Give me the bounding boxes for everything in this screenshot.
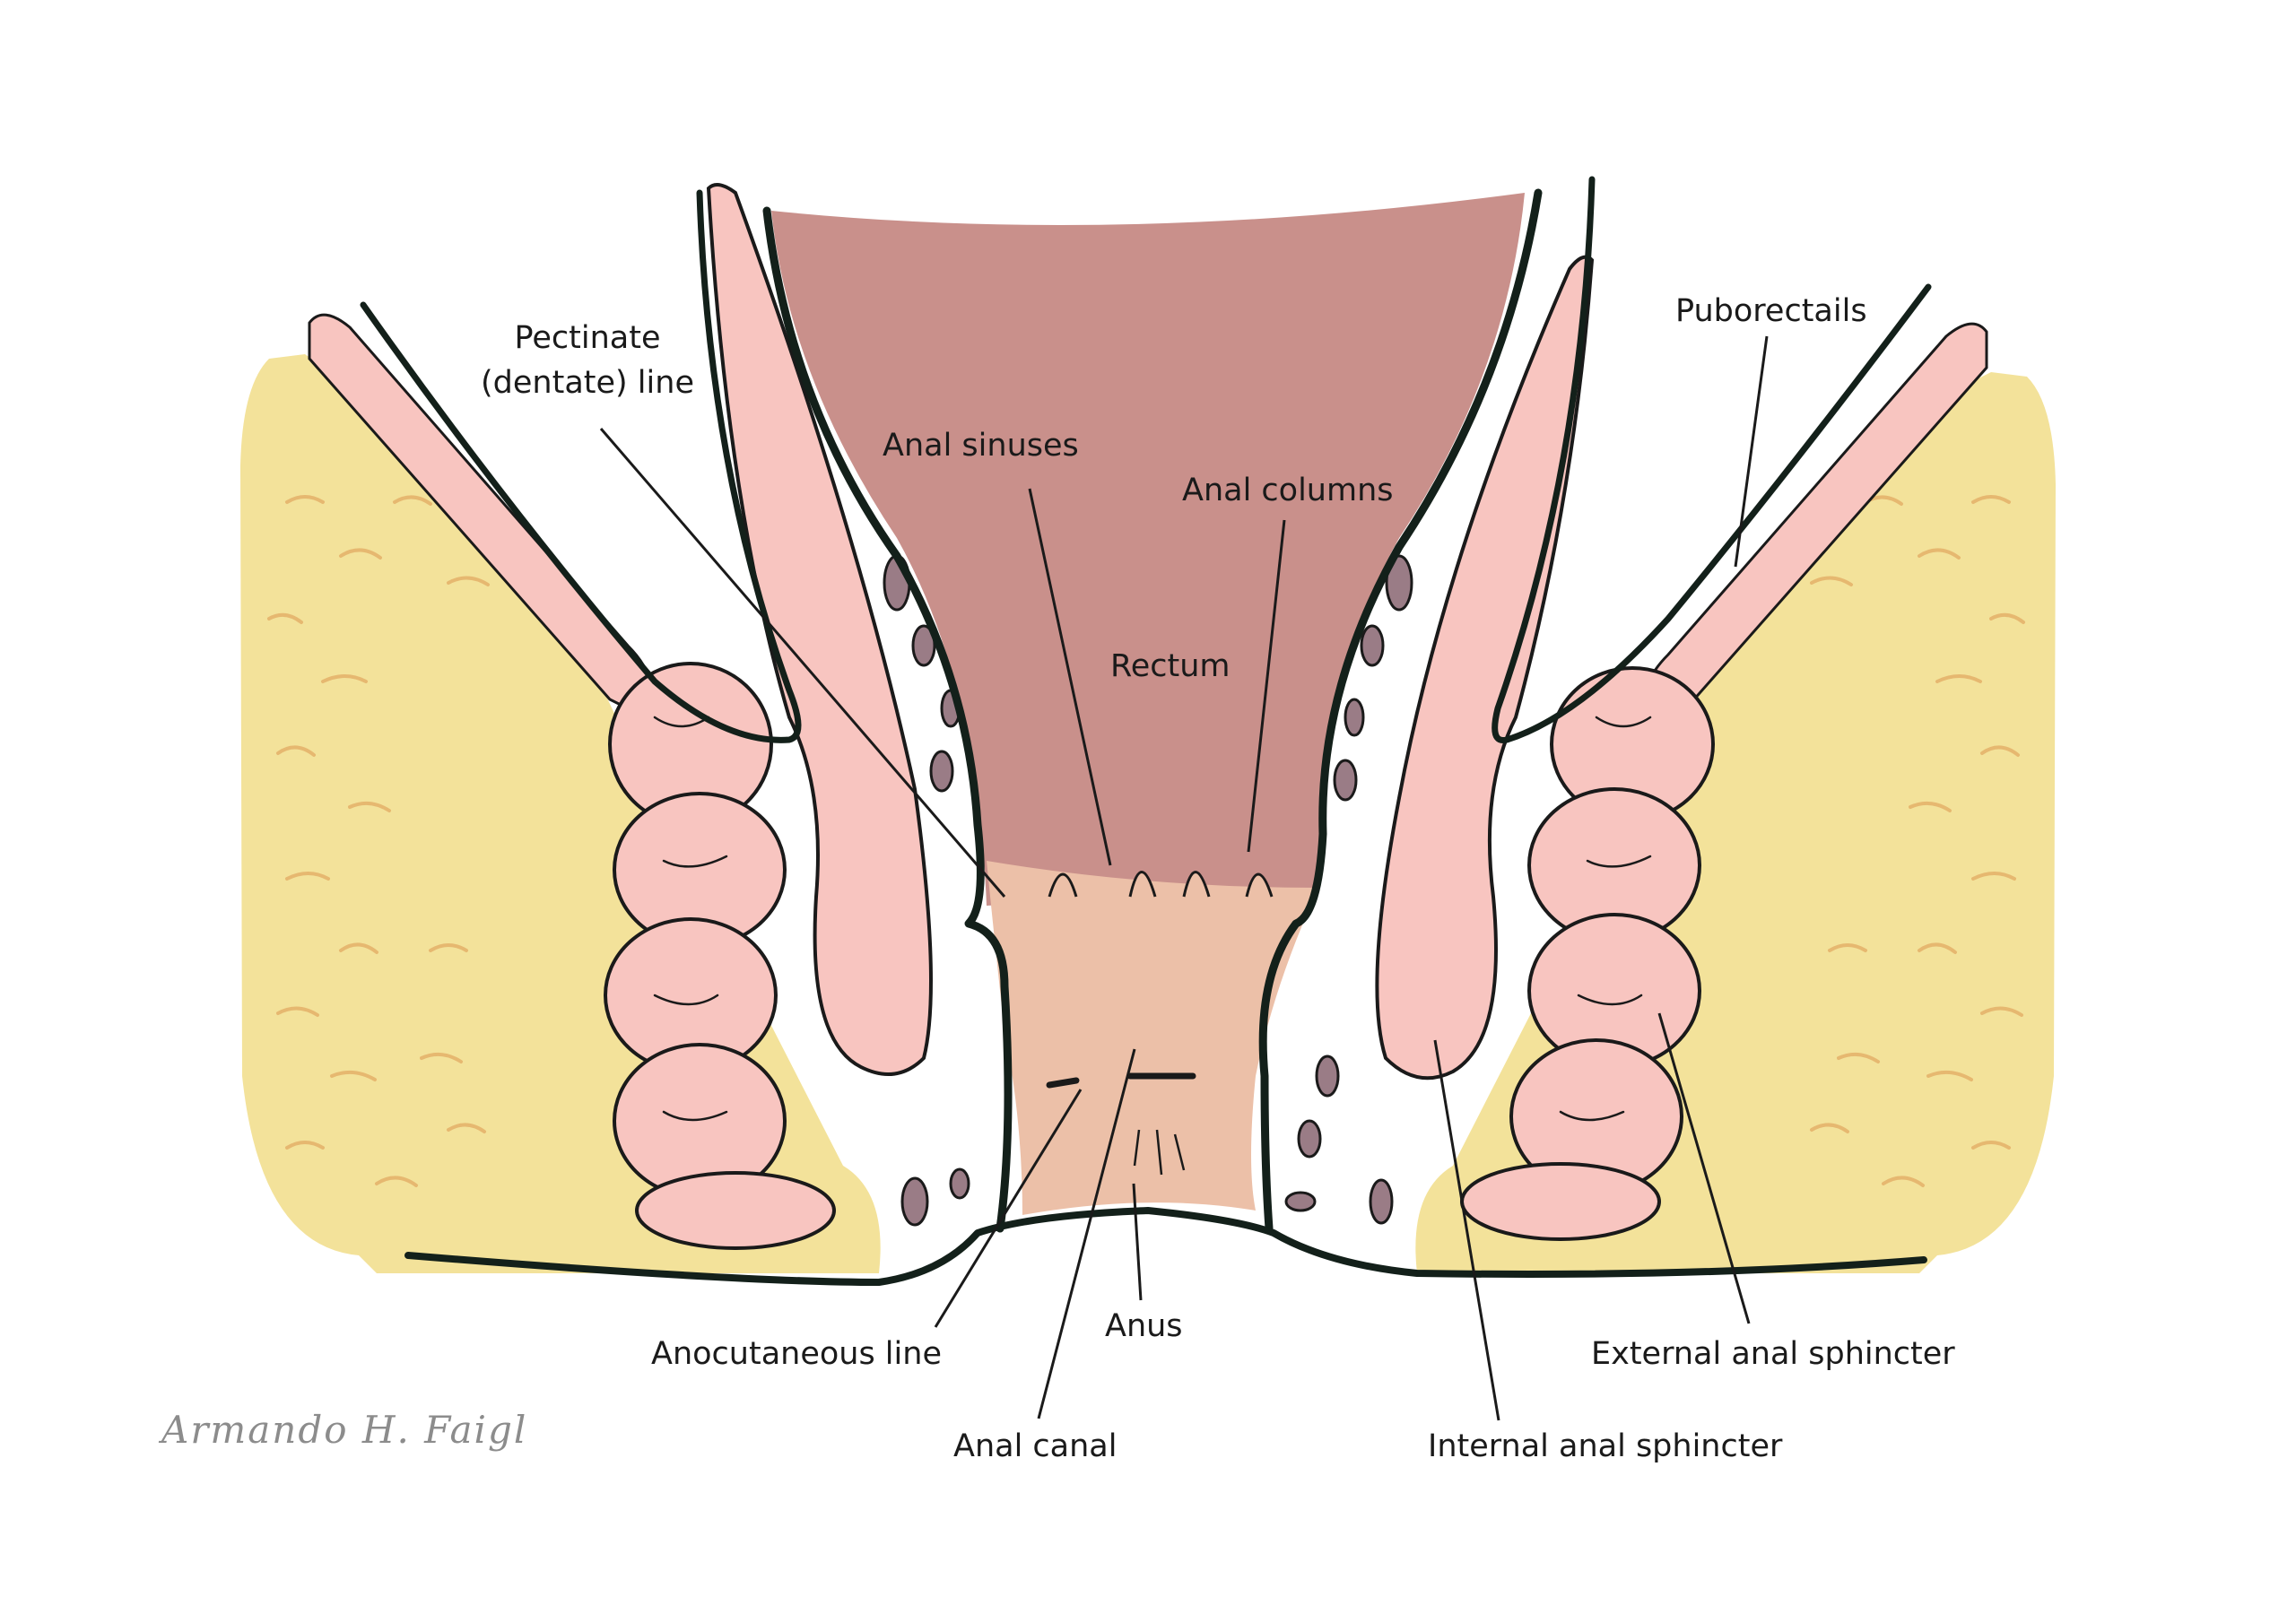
leader-lines (599, 335, 1769, 1421)
label-puborectalis: Puborectails (1675, 293, 1867, 329)
anal-canal-marks (1046, 1072, 1196, 1089)
left-internal-sphincter (706, 183, 933, 1076)
right-internal-sphincter (1375, 255, 1595, 1081)
label-internal-anal-sphincter: Internal anal sphincter (1428, 1428, 1783, 1464)
label-anal-canal: Anal canal (953, 1428, 1118, 1464)
label-anus: Anus (1105, 1308, 1183, 1344)
label-pectinate-line-2: (dentate) line (481, 365, 694, 401)
muscle-texture (653, 716, 1652, 1122)
right-external-sphincter (1460, 666, 1715, 1241)
label-anal-sinuses: Anal sinuses (883, 428, 1079, 464)
left-external-sphincter (604, 662, 836, 1250)
label-anal-columns: Anal columns (1182, 473, 1394, 508)
label-external-anal-sphincter: External anal sphincter (1591, 1336, 1955, 1372)
anal-columns (1048, 871, 1274, 898)
label-anocutaneous-line: Anocutaneous line (651, 1336, 942, 1372)
anus-folds (1133, 1129, 1186, 1176)
rectum (771, 193, 1525, 906)
anal-canal (987, 861, 1318, 1215)
artist-signature: Armando H. Faigl (161, 1408, 528, 1452)
label-rectum: Rectum (1110, 648, 1231, 684)
fat-texture (267, 495, 2025, 1187)
outlines (360, 176, 1932, 1286)
label-pectinate-line-1: Pectinate (514, 320, 661, 356)
